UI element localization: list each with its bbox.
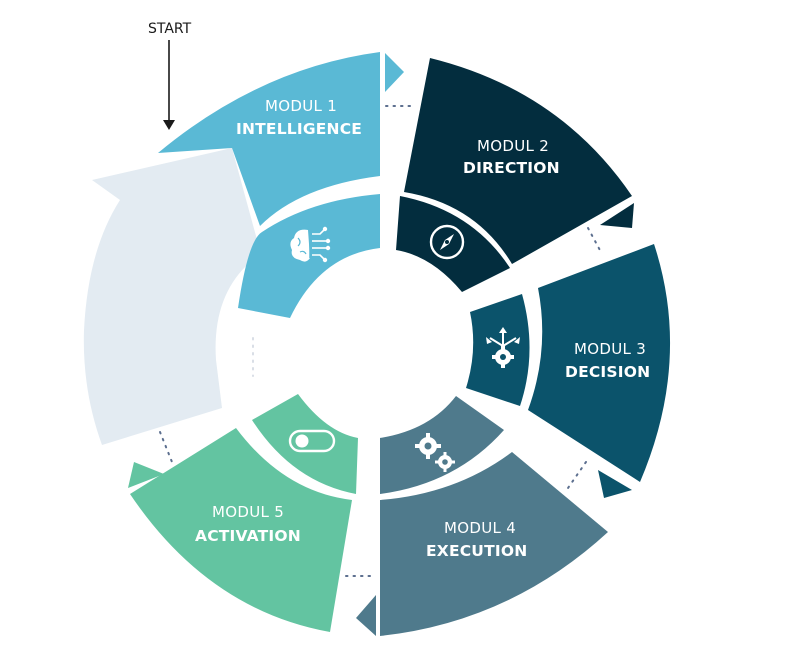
module-1-title: INTELLIGENCE — [236, 120, 362, 138]
module-3-label: MODUL 3 — [574, 340, 646, 358]
connector-dots-3-4 — [567, 461, 587, 489]
return-arrow — [83, 148, 269, 445]
module-2-inner-segment — [396, 196, 510, 292]
start-arrowhead — [163, 120, 175, 130]
return-arrow-shape — [83, 148, 269, 445]
gears-icon — [415, 433, 455, 472]
brain-circuit-icon — [290, 226, 331, 263]
module-1-label: MODUL 1 — [265, 97, 337, 115]
start-label: START — [148, 21, 192, 37]
module-5-label: MODUL 5 — [212, 503, 284, 521]
module-2-arrow-tip — [600, 203, 634, 228]
decision-arrows-gear-icon — [486, 327, 520, 368]
module-4-label: MODUL 4 — [444, 519, 516, 537]
module-3-arrow-tip — [598, 470, 632, 498]
compass-icon — [429, 224, 465, 260]
module-4-execution[interactable]: MODUL 4 EXECUTION — [356, 396, 608, 636]
module-5-activation[interactable]: MODUL 5 ACTIVATION — [128, 394, 358, 632]
module-1-intelligence[interactable]: MODUL 1 INTELLIGENCE — [158, 52, 404, 318]
connector-dots-5-1 — [159, 431, 173, 463]
module-3-title: DECISION — [565, 363, 650, 381]
toggle-switch-icon — [288, 429, 336, 453]
module-2-outer-segment — [404, 58, 632, 264]
module-3-outer-segment — [528, 244, 671, 482]
module-4-arrow-tip — [356, 595, 376, 636]
module-4-title: EXECUTION — [426, 542, 527, 560]
module-3-decision[interactable]: MODUL 3 DECISION — [466, 244, 671, 498]
start-marker: START — [148, 21, 192, 130]
module-1-outer-segment — [158, 52, 380, 226]
module-1-arrow-tip — [385, 53, 404, 92]
connector-dots — [159, 105, 603, 577]
connector-dots-2-3 — [587, 227, 603, 255]
module-2-title: DIRECTION — [463, 159, 560, 177]
module-3-inner-segment — [466, 294, 530, 406]
module-5-outer-segment — [130, 428, 352, 632]
module-4-outer-segment — [380, 452, 608, 636]
module-4-inner-segment — [380, 396, 504, 494]
module-5-title: ACTIVATION — [195, 527, 301, 545]
module-5-arrow-tip — [128, 462, 164, 488]
module-2-direction[interactable]: MODUL 2 DIRECTION — [396, 58, 634, 292]
module-2-label: MODUL 2 — [477, 137, 549, 155]
